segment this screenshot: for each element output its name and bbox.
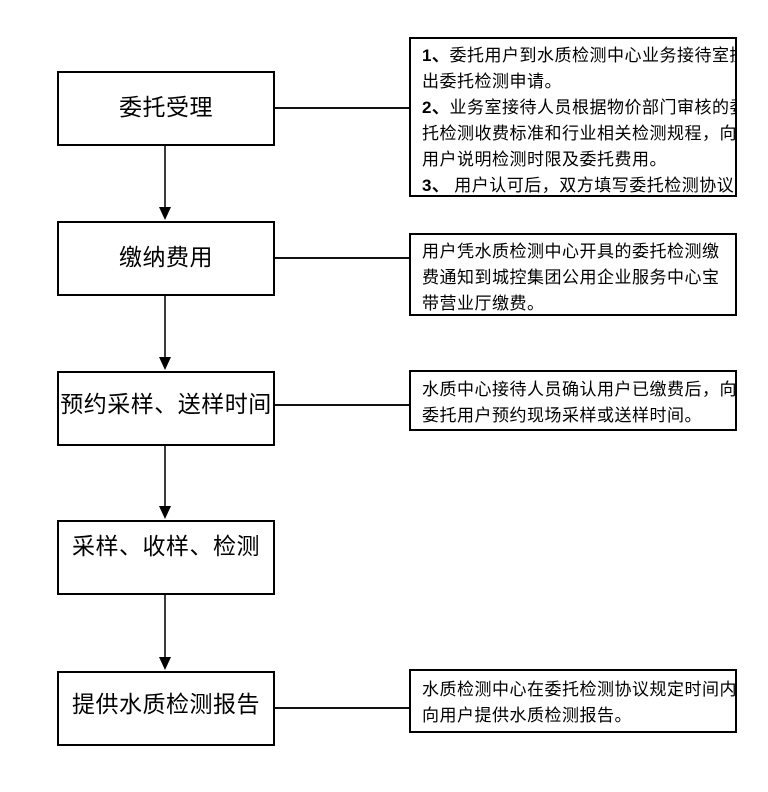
down-arrow-icon xyxy=(158,146,172,220)
annotation-line: 1、委托用户到水质检测中心业务接待室提 xyxy=(422,46,737,65)
annotation-line: 出委托检测申请。 xyxy=(422,72,562,91)
annotation-schedule-sampling: 水质中心接待人员确认用户已缴费后，向 委托用户预约现场采样或送样时间。 xyxy=(409,370,737,431)
flow-step-label: 提供水质检测报告 xyxy=(72,691,260,717)
flow-step-schedule-sampling: 预约采样、送样时间 xyxy=(57,371,275,446)
annotation-commission-acceptance: 1、委托用户到水质检测中心业务接待室提 出委托检测申请。 2、业务室接待人员根据… xyxy=(409,37,737,197)
annotation-line: 委托用户预约现场采样或送样时间。 xyxy=(422,406,702,425)
annotation-line: 2、业务室接待人员根据物价部门审核的委 xyxy=(422,98,737,117)
annotation-line: 水质检测中心在委托检测协议规定时间内 xyxy=(422,680,737,699)
connector-line xyxy=(275,257,409,259)
down-arrow-icon xyxy=(158,595,172,670)
annotation-line: 水质中心接待人员确认用户已缴费后，向 xyxy=(422,380,737,399)
connector-line xyxy=(275,107,409,109)
connector-line xyxy=(275,404,409,406)
flow-step-pay-fees: 缴纳费用 xyxy=(57,221,275,296)
annotation-line: 费通知到城控集团公用企业服务中心宝 xyxy=(422,268,720,287)
connector-line xyxy=(275,707,409,709)
annotation-line: 托检测收费标准和行业相关检测规程，向 xyxy=(422,124,737,143)
annotation-provide-report: 水质检测中心在委托检测协议规定时间内 向用户提供水质检测报告。 xyxy=(409,669,737,733)
annotation-line: 带营业厅缴费。 xyxy=(422,294,545,313)
flow-step-commission-acceptance: 委托受理 xyxy=(57,71,275,146)
annotation-line: 用户凭水质检测中心开具的委托检测缴 xyxy=(422,242,720,261)
flow-step-label: 采样、收样、检测 xyxy=(72,533,260,559)
flow-step-label: 缴纳费用 xyxy=(119,244,213,270)
flow-step-label: 预约采样、送样时间 xyxy=(60,391,272,417)
annotation-line: 用户说明检测时限及委托费用。 xyxy=(422,150,667,169)
flow-step-sampling-testing: 采样、收样、检测 xyxy=(57,520,275,595)
annotation-pay-fees: 用户凭水质检测中心开具的委托检测缴 费通知到城控集团公用企业服务中心宝 带营业厅… xyxy=(409,233,737,316)
flow-step-provide-report: 提供水质检测报告 xyxy=(57,671,275,746)
annotation-line: 向用户提供水质检测报告。 xyxy=(422,706,632,725)
annotation-line: 3、 用户认可后，双方填写委托检测协议。 xyxy=(422,176,737,195)
down-arrow-icon xyxy=(158,296,172,370)
flow-step-label: 委托受理 xyxy=(119,94,213,120)
down-arrow-icon xyxy=(158,446,172,519)
